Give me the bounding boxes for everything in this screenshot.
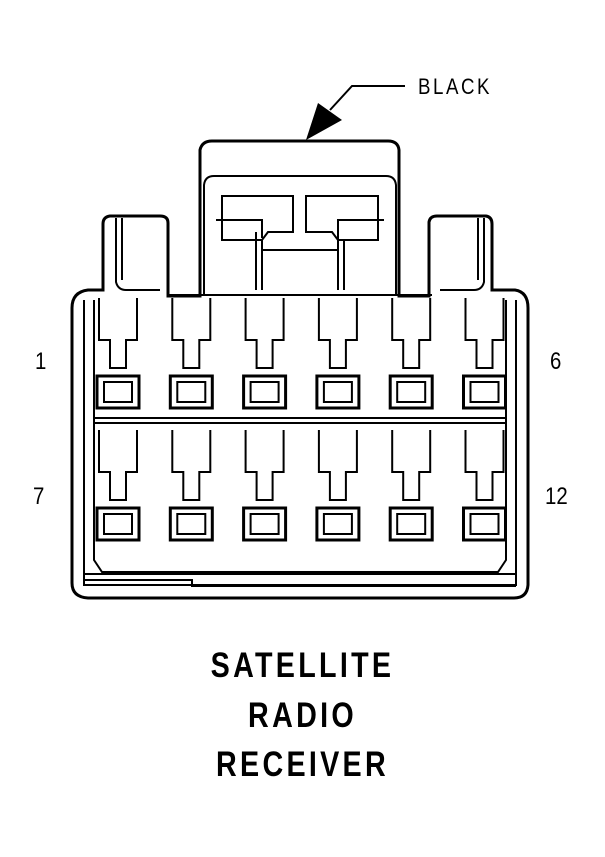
callout-leader-line	[329, 85, 405, 111]
title-line-2: RADIO	[248, 696, 357, 735]
latch-window	[221, 195, 294, 241]
bottom-lock-rail	[84, 579, 516, 587]
cavity-window-1	[95, 374, 141, 410]
cavity-12	[462, 430, 507, 542]
cavity-window-inner-9	[249, 513, 280, 535]
cavity-11	[388, 430, 434, 542]
pin-label-12: 12	[545, 483, 568, 510]
latch-window-right	[305, 195, 379, 241]
cavity-window-5	[388, 374, 434, 410]
pin-label-1: 1	[35, 348, 47, 375]
cavity-key-2	[171, 298, 212, 369]
pin-label-6: 6	[550, 348, 562, 375]
title-line-3: RECEIVER	[216, 745, 389, 784]
cavity-key-11	[391, 430, 432, 501]
cavity-window-inner-2	[176, 381, 207, 403]
cavity-window-inner-5	[396, 381, 427, 403]
cavity-9	[242, 430, 288, 542]
housing-inner-outline	[83, 300, 517, 586]
cavity-window-11	[388, 506, 434, 542]
pin-label-7: 7	[33, 483, 45, 510]
cavity-key-6	[464, 298, 505, 369]
cavity-window-2	[168, 374, 214, 410]
cavity-window-3	[242, 374, 288, 410]
cavity-key-7	[98, 430, 138, 501]
cavity-window-inner-12	[469, 513, 500, 535]
cavity-10	[315, 430, 361, 542]
cavity-key-1	[98, 298, 138, 369]
cavity-window-inner-3	[249, 381, 280, 403]
callout-arrowhead	[306, 103, 342, 140]
side-rails	[93, 300, 507, 573]
cavity-window-9	[242, 506, 288, 542]
latch-shroud	[203, 175, 397, 295]
latch-lip	[216, 219, 384, 238]
cavity-key-12	[464, 430, 505, 501]
title-line-1: SATELLITE	[210, 646, 395, 685]
cavity-window-inner-6	[469, 381, 500, 403]
cavity-window-inner-7	[103, 513, 133, 535]
cavity-key-10	[317, 430, 358, 501]
cavity-window-inner-8	[176, 513, 207, 535]
cavity-window-inner-10	[322, 513, 353, 535]
latch-channel	[255, 232, 345, 290]
cavity-key-8	[171, 430, 212, 501]
cavity-7	[95, 430, 141, 542]
cavity-window-12	[462, 506, 507, 542]
cavity-1	[95, 298, 141, 410]
cavity-window-4	[315, 374, 361, 410]
cavity-key-9	[244, 430, 285, 501]
cavity-window-7	[95, 506, 141, 542]
cavity-window-10	[315, 506, 361, 542]
left-ear-detail	[115, 218, 160, 291]
cavity-key-3	[244, 298, 285, 369]
cavity-window-8	[168, 506, 214, 542]
cavity-8	[168, 430, 214, 542]
terminal-cavities	[95, 298, 507, 542]
cavity-window-inner-1	[103, 381, 133, 403]
cavity-key-5	[391, 298, 432, 369]
cavity-6	[462, 298, 507, 410]
housing-outer-outline	[70, 139, 530, 600]
cavity-window-inner-11	[396, 513, 427, 535]
cavity-5	[388, 298, 434, 410]
cavity-2	[168, 298, 214, 410]
right-ear-detail	[440, 218, 485, 291]
cavity-window-6	[462, 374, 507, 410]
color-callout-label: BLACK	[418, 74, 493, 99]
cavity-3	[242, 298, 288, 410]
cavity-key-4	[317, 298, 358, 369]
cavity-window-inner-4	[322, 381, 353, 403]
cavity-4	[315, 298, 361, 410]
